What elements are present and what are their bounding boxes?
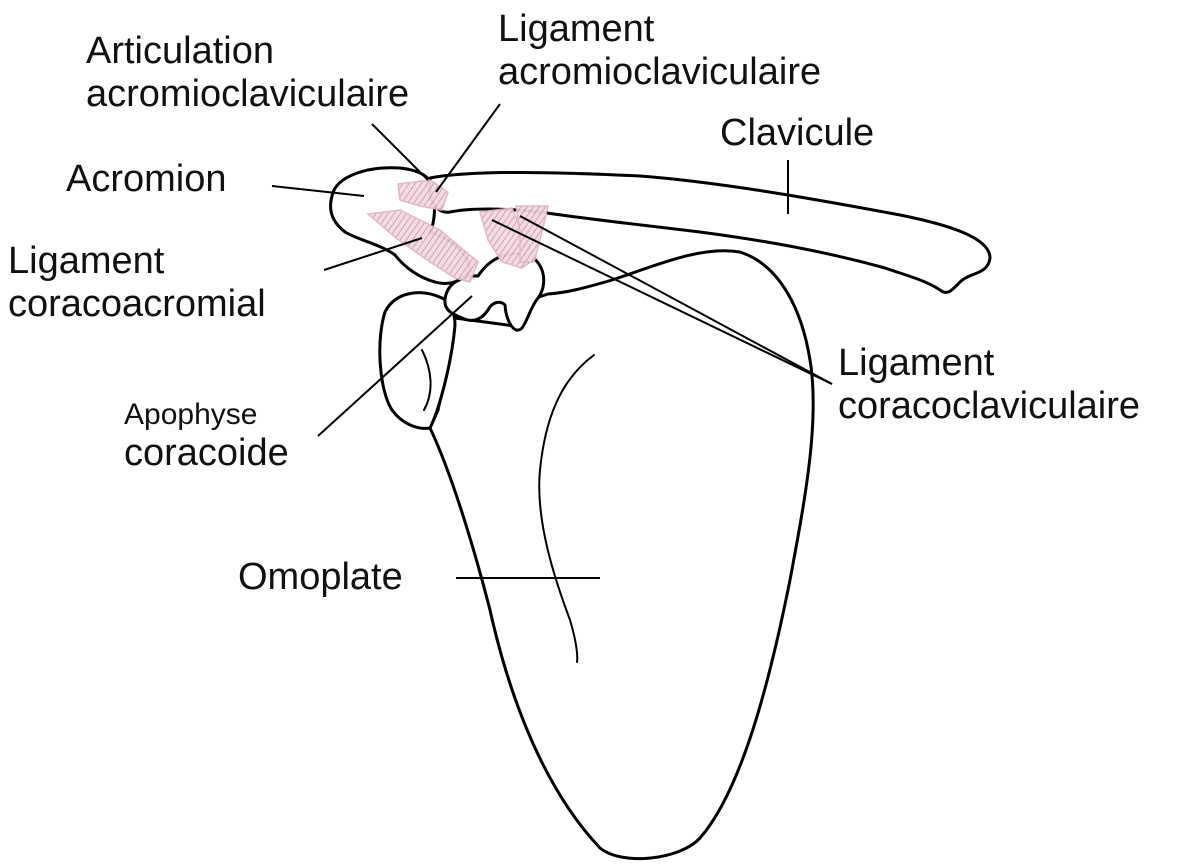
conoid-ligament (515, 205, 549, 263)
label-ligament-ac-line2: acromioclaviculaire (498, 50, 822, 93)
label-ligament-ac-line1: Ligament (498, 8, 655, 50)
leader-acromion (271, 185, 365, 197)
leader-apophyse (317, 295, 473, 437)
leader-ligament-cc-1 (491, 219, 833, 385)
label-articulation-acromioclaviculaire: Articulation acromioclaviculaire (86, 30, 409, 115)
leader-ligament-cc-2 (519, 215, 833, 385)
label-omoplate: Omoplate (238, 556, 403, 598)
label-articulation-line2: acromioclaviculaire (86, 72, 410, 115)
label-acromion: Acromion (66, 158, 227, 200)
glenoid-inner-line (421, 349, 432, 411)
label-ligament-coracoacromial: Ligament coracoacromial (8, 240, 266, 325)
label-ligament-ca-line2: coracoacromial (8, 282, 266, 325)
leader-ligament-ca (323, 237, 423, 271)
scapular-spine (538, 354, 595, 663)
label-ligament-cc-line2: coracoclaviculaire (838, 384, 1141, 427)
scapula-shape (428, 249, 815, 861)
label-ligament-coracoclaviculaire: Ligament coracoclaviculaire (838, 342, 1140, 427)
label-ligament-cc-line1: Ligament (838, 342, 995, 384)
label-ligament-acromioclaviculaire: Ligament acromioclaviculaire (498, 8, 821, 93)
label-articulation-line1: Articulation (86, 30, 274, 72)
coracoacromial-ligament (366, 209, 479, 283)
label-clavicule: Clavicule (720, 112, 875, 154)
glenoid-cavity (378, 291, 457, 430)
label-ligament-ca-line1: Ligament (8, 240, 165, 282)
label-apophyse-line1: Apophyse (124, 398, 258, 431)
leader-ligament-ac (435, 103, 501, 193)
coracoid-process (443, 252, 546, 332)
label-apophyse-line2: coracoide (124, 431, 289, 474)
label-apophyse-coracoide: Apophyse coracoide (124, 398, 289, 474)
leader-articulation (371, 123, 429, 181)
ac-joint-ligament (397, 179, 449, 211)
